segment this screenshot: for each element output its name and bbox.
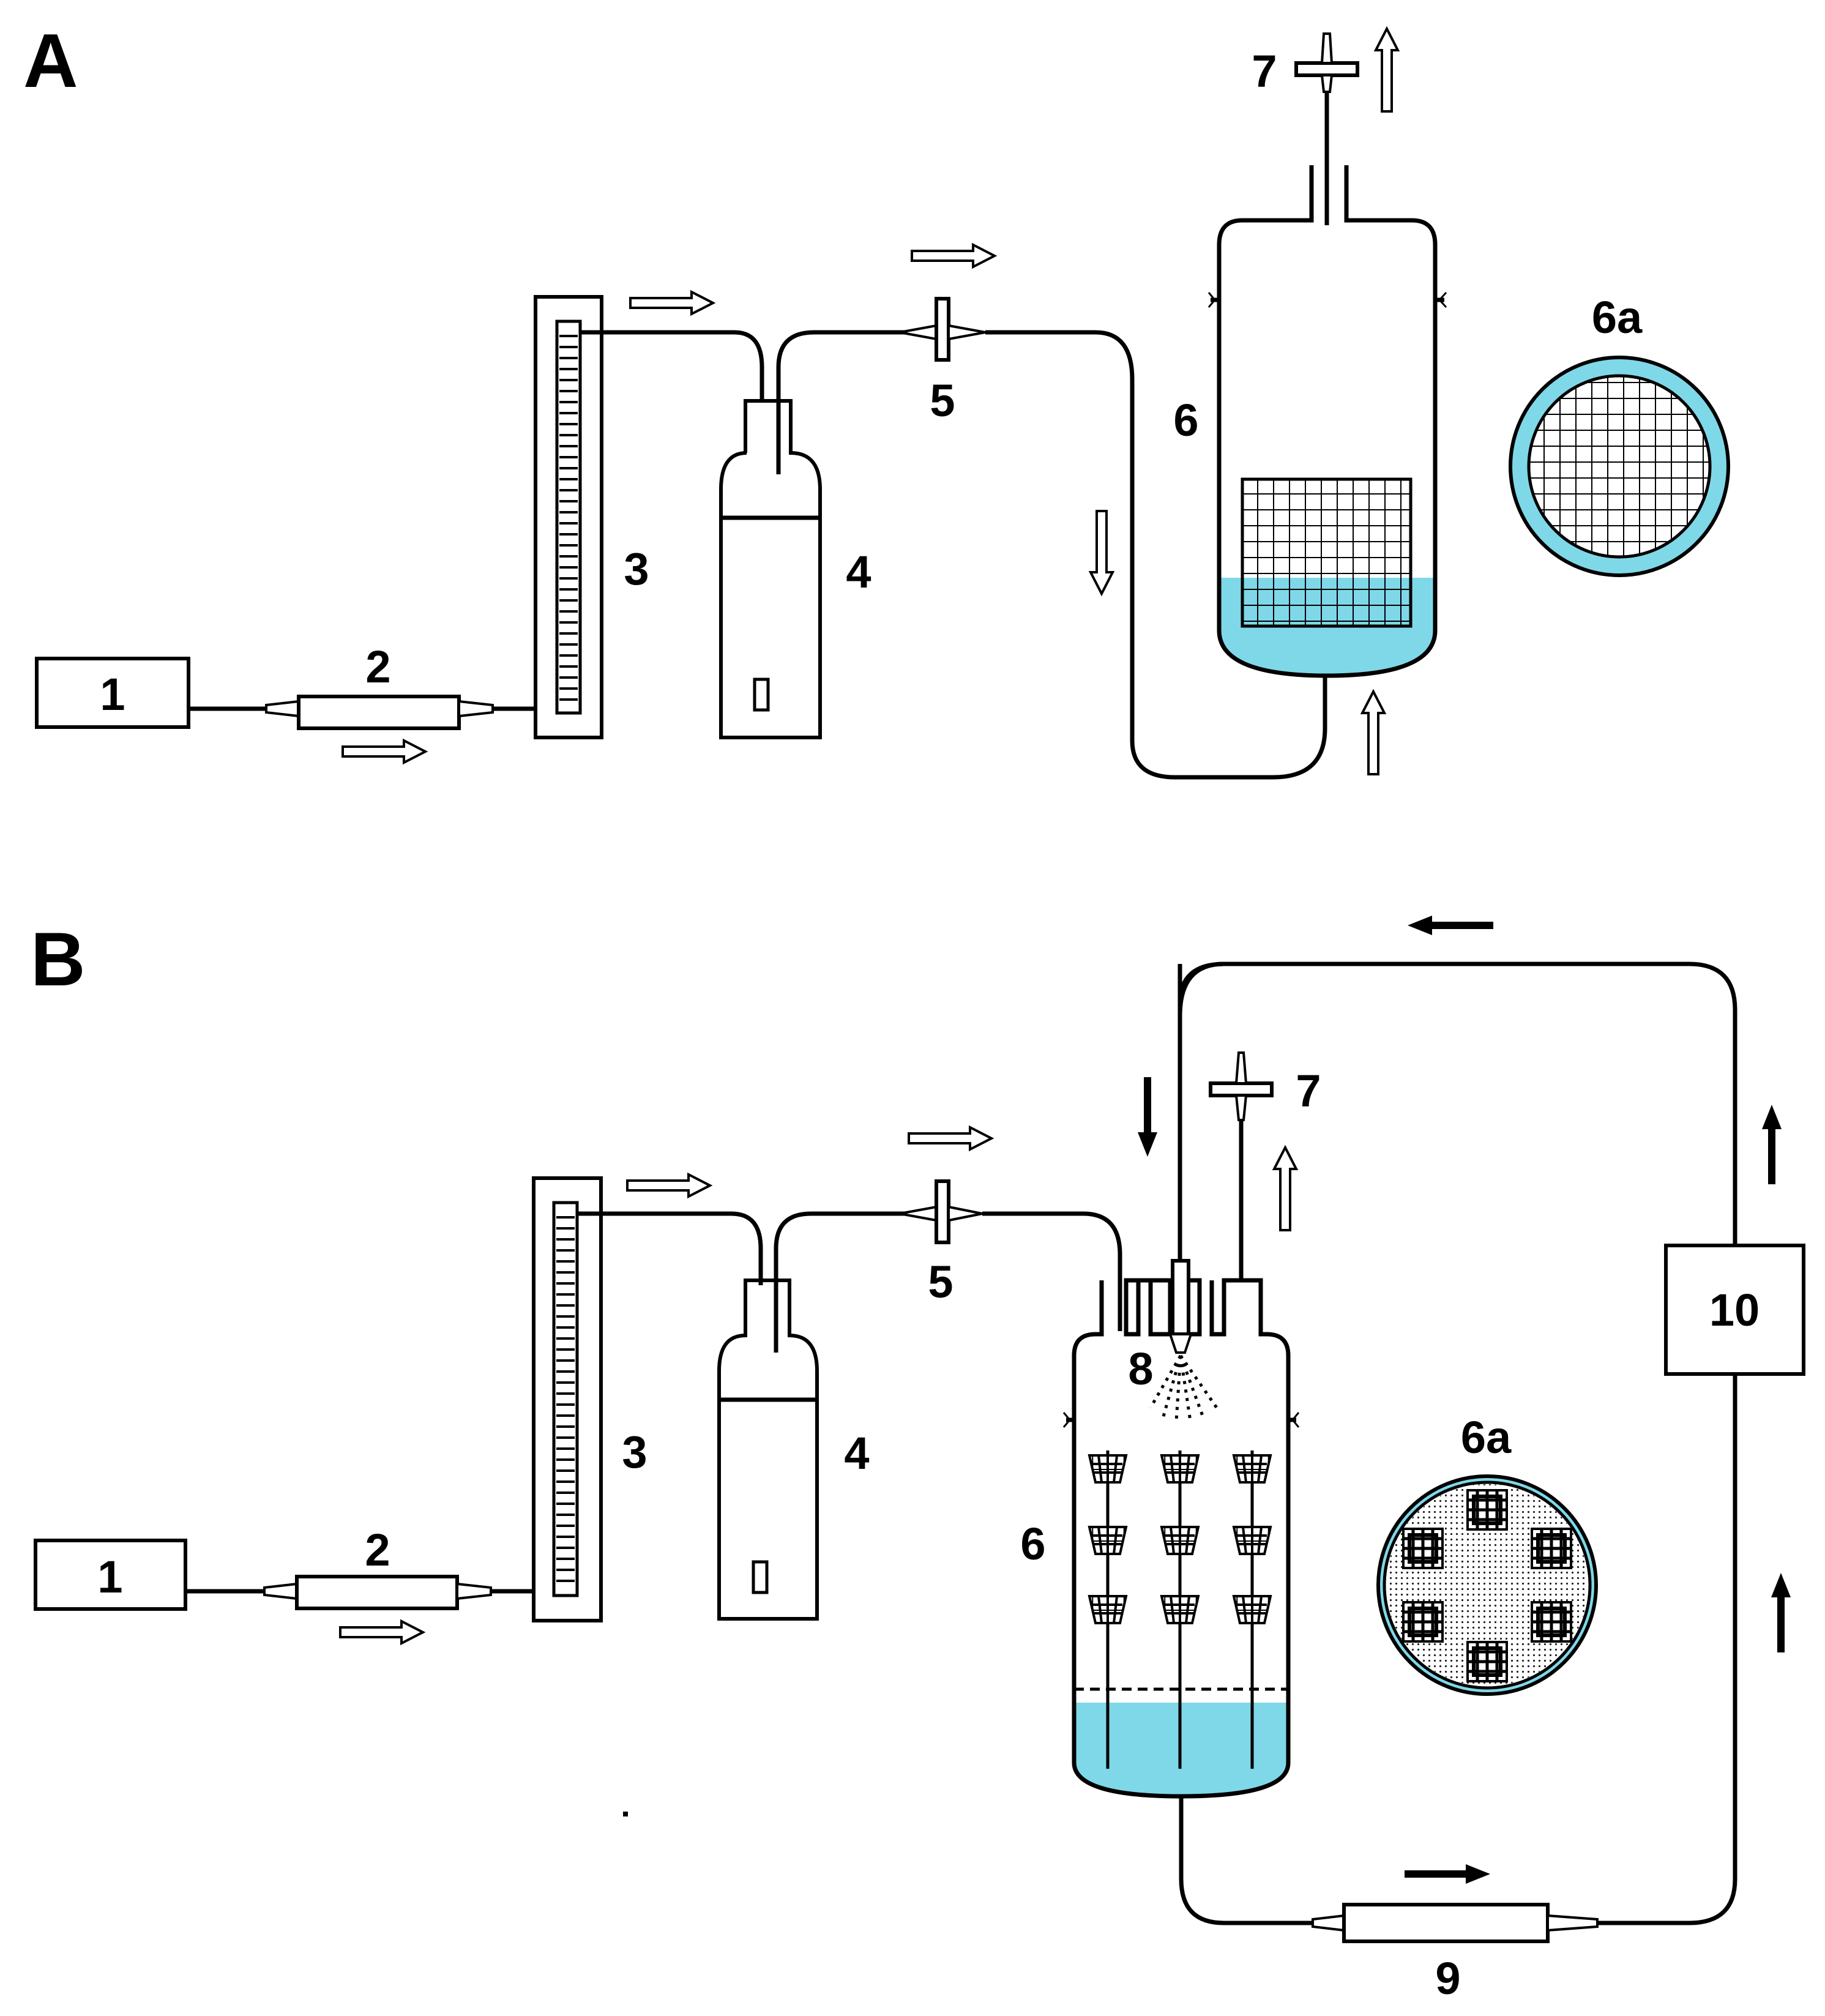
scaffold-basket (1088, 1595, 1127, 1624)
label-a-7: 7 (1252, 46, 1277, 97)
liquid-flow-arrow-icon (1405, 1864, 1490, 1884)
gas-flow-arrow-icon (1089, 510, 1114, 595)
stray-dot (623, 1812, 628, 1816)
scaffold-basket (1088, 1526, 1127, 1555)
label-b-6: 6 (1020, 1518, 1045, 1569)
label-a-3: 3 (624, 543, 649, 594)
bioreactor-vessel: 6 (1173, 165, 1447, 678)
inline-filter: 2 (265, 641, 494, 730)
flowmeter: 3 (532, 1176, 648, 1622)
mesh-square (1532, 1602, 1571, 1641)
panel-b: B 1 2 3 (31, 916, 1805, 2004)
mesh-square (1468, 1490, 1507, 1529)
liquid-flow-arrow-icon (1138, 1077, 1157, 1157)
label-b-5: 5 (928, 1256, 953, 1307)
scaffold-cross-section: 6a (1376, 1412, 1598, 1696)
scaffold-cross-section: 6a (1509, 292, 1730, 577)
inline-filter: 2 (263, 1525, 492, 1610)
exhaust-filter: 7 (1252, 32, 1359, 165)
label-b-7: 7 (1296, 1066, 1321, 1116)
gas-flow-arrow-icon (908, 1126, 993, 1151)
label-b-8: 8 (1128, 1343, 1153, 1394)
mesh-square (1532, 1529, 1571, 1568)
humidifier-bottle: 4 (717, 1279, 870, 1621)
return-filter: 9 (1312, 1903, 1599, 2004)
label-a-1: 1 (100, 669, 125, 720)
scaffold-basket (1233, 1454, 1272, 1484)
label-a-5: 5 (930, 375, 955, 426)
panel-a-letter: A (23, 19, 78, 103)
liquid-flow-arrow-icon (1771, 1573, 1791, 1652)
scaffold-basket (1233, 1595, 1272, 1624)
mesh-square (1468, 1642, 1507, 1681)
label-b-4: 4 (844, 1428, 869, 1479)
flowmeter: 3 (534, 295, 649, 739)
gas-flow-arrow-icon (626, 1173, 711, 1198)
mesh-square (1403, 1529, 1442, 1568)
scaffold-basket (1160, 1526, 1200, 1555)
panel-a: A 1 2 3 4 (23, 19, 1730, 780)
label-a-6a: 6a (1592, 292, 1643, 343)
gas-flow-arrow-icon (911, 244, 996, 268)
gas-flow-arrow-icon (339, 1620, 424, 1645)
scaffold-basket (1160, 1454, 1200, 1484)
spray-mist (1149, 1354, 1219, 1422)
mesh-square (1403, 1602, 1442, 1641)
exhaust-filter: 7 (1209, 1051, 1321, 1280)
spray-nozzle: 8 (1128, 964, 1219, 1422)
liquid-flow-arrow-icon (1408, 916, 1493, 935)
label-b-1: 1 (97, 1551, 122, 1602)
label-b-3: 3 (622, 1427, 647, 1477)
bioreactor-vessel: 6 (1020, 1278, 1300, 1799)
humidifier-bottle: 4 (719, 399, 871, 739)
gas-flow-arrow-icon (341, 739, 427, 764)
scaffold-basket (1160, 1595, 1200, 1624)
label-b-6a: 6a (1461, 1412, 1512, 1463)
scaffold-basket (1233, 1526, 1272, 1555)
label-b-9: 9 (1435, 1953, 1460, 2004)
gas-source-box: 1 (35, 657, 190, 729)
sterile-filter: 5 (899, 297, 986, 426)
label-b-10: 10 (1709, 1285, 1760, 1335)
label-a-6: 6 (1173, 395, 1198, 446)
gas-flow-arrow-icon (1273, 1146, 1297, 1231)
pump-box: 10 (1664, 1244, 1805, 1376)
gas-flow-arrow-icon (629, 291, 714, 315)
label-a-2: 2 (365, 641, 390, 692)
label-a-4: 4 (846, 547, 871, 597)
gas-flow-arrow-icon (1361, 690, 1386, 775)
sterile-filter: 5 (899, 1179, 983, 1307)
gas-flow-arrow-icon (1375, 28, 1399, 113)
scaffold-basket (1088, 1454, 1127, 1484)
gas-source-box: 1 (34, 1539, 187, 1611)
panel-b-letter: B (31, 917, 86, 1002)
label-b-2: 2 (365, 1525, 390, 1575)
liquid-flow-arrow-icon (1762, 1105, 1782, 1184)
